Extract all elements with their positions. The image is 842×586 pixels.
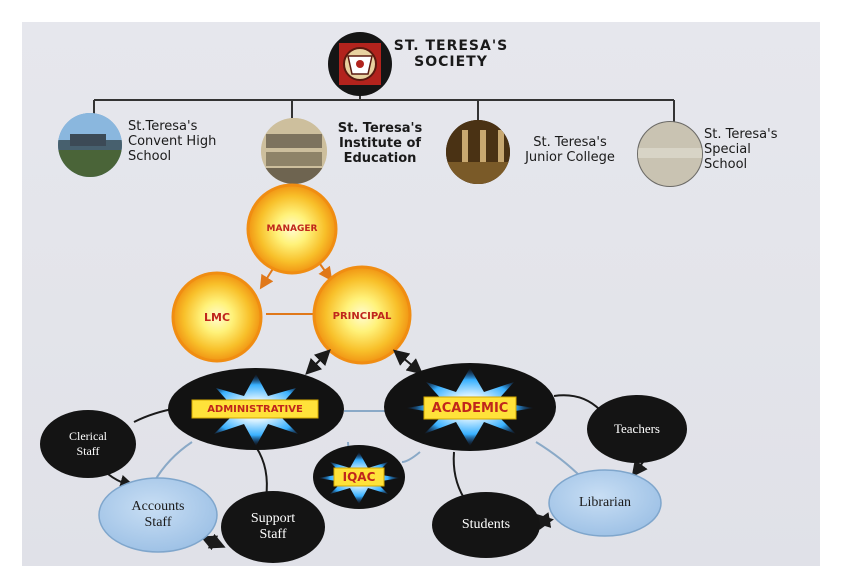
institution-label-line: St. Teresa's	[704, 127, 778, 142]
org-chart: ST. TERESA'S SOCIETY St.Teresa's Convent…	[22, 22, 820, 566]
manager-node	[246, 183, 338, 275]
administrative-node	[168, 368, 344, 450]
librarian-node	[548, 469, 662, 537]
support-staff-line1: Support	[250, 511, 296, 526]
institution-label-convent: St.Teresa's Convent High School	[128, 119, 217, 165]
teachers-node	[587, 395, 687, 463]
support-staff-label: Support Staff	[227, 508, 319, 546]
institution-label-special-school: St. Teresa's Special School	[704, 127, 778, 173]
clerical-staff-line1: Clerical	[69, 429, 107, 443]
institution-photo-special-school	[637, 121, 703, 187]
accounts-staff-node	[98, 477, 218, 553]
iqac-node	[313, 445, 405, 509]
institution-label-line: Institute of	[338, 135, 422, 151]
accounts-staff-line2: Staff	[144, 515, 172, 530]
society-title-line1: ST. TERESA'S	[393, 38, 509, 54]
support-staff-node	[221, 491, 325, 563]
clerical-staff-line2: Staff	[76, 444, 100, 458]
academic-label: ACADEMIC	[431, 400, 509, 416]
lmc-node	[171, 271, 263, 363]
principal-label: PRINCIPAL	[332, 310, 392, 322]
institution-photo-institute	[261, 118, 327, 184]
institution-label-line: St.Teresa's	[128, 119, 198, 134]
clerical-staff-node	[40, 410, 136, 478]
accounts-staff-label: Accounts Staff	[108, 496, 208, 534]
institution-label-line: St. Teresa's	[533, 135, 607, 150]
librarian-label: Librarian	[578, 495, 632, 510]
students-label: Students	[461, 517, 511, 532]
administrative-label: ADMINISTRATIVE	[207, 403, 303, 415]
accounts-staff-line1: Accounts	[131, 499, 185, 514]
hierarchy-connectors	[93, 92, 675, 122]
institution-photo-junior-college	[446, 120, 510, 184]
institution-label-line: School	[704, 156, 748, 172]
manager-label: MANAGER	[266, 224, 318, 234]
teachers-label: Teachers	[613, 421, 660, 436]
society-title-line2: SOCIETY	[414, 54, 488, 71]
support-staff-line2: Staff	[259, 527, 287, 542]
institution-label-line: St. Teresa's	[337, 121, 423, 136]
lmc-label: LMC	[203, 310, 231, 324]
institution-label-line: School	[128, 148, 172, 164]
institution-label-institute: St. Teresa's Institute of Education	[326, 121, 434, 167]
principal-connectors	[305, 349, 424, 375]
diagram-canvas	[40, 32, 703, 563]
society-title: ST. TERESA'S SOCIETY	[392, 38, 510, 70]
institution-label-junior-college: St. Teresa's Junior College	[514, 135, 626, 166]
students-node	[432, 492, 540, 558]
institution-photo-convent	[58, 113, 122, 177]
principal-node	[312, 265, 412, 365]
institution-label-line: Junior College	[525, 149, 615, 165]
institution-label-line: Special	[704, 141, 751, 157]
iqac-label: IQAC	[342, 470, 376, 484]
institution-label-line: Education	[343, 150, 417, 166]
academic-node	[384, 363, 556, 451]
institution-label-line: Convent High	[128, 133, 217, 149]
society-logo	[328, 32, 392, 96]
clerical-staff-label: Clerical Staff	[48, 426, 128, 462]
